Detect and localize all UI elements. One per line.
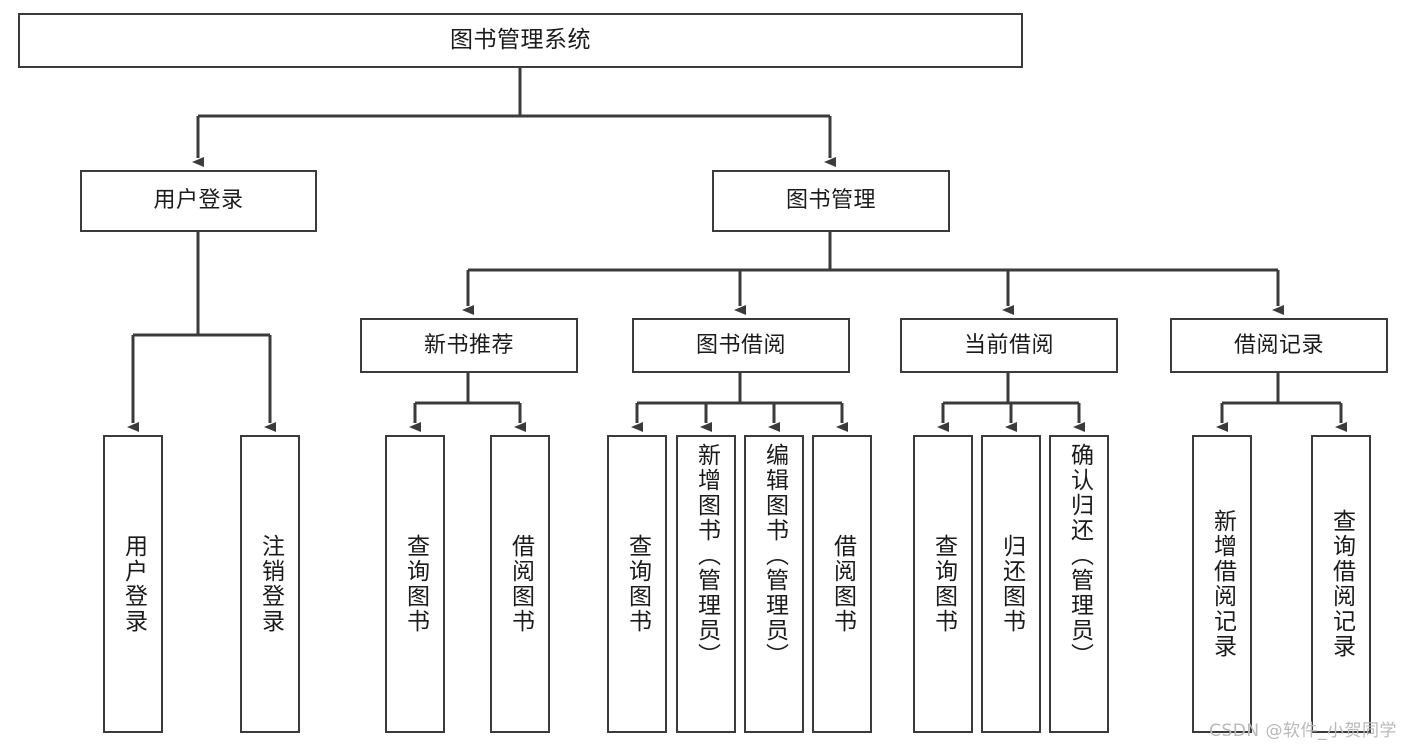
node-leaf-user-login[interactable]: 用户登录 xyxy=(103,435,163,733)
node-leaf-confirm-return-admin[interactable]: 确认归还（管理员） xyxy=(1049,435,1109,733)
node-label: 新增借阅记录 xyxy=(1209,509,1236,659)
node-book-management[interactable]: 图书管理 xyxy=(712,170,950,232)
node-label: 用户登录 xyxy=(153,188,244,214)
node-label: 借阅图书 xyxy=(829,534,856,634)
node-label: 图书管理 xyxy=(785,188,876,214)
node-new-book-recommend[interactable]: 新书推荐 xyxy=(360,318,578,373)
node-book-borrow[interactable]: 图书借阅 xyxy=(632,318,850,373)
node-label: 注销登录 xyxy=(257,534,284,634)
node-label: 图书借阅 xyxy=(695,332,786,358)
node-leaf-edit-book-admin[interactable]: 编辑图书（管理员） xyxy=(744,435,804,733)
node-current-borrow[interactable]: 当前借阅 xyxy=(900,318,1118,373)
node-label: 当前借阅 xyxy=(963,332,1054,358)
node-label: 查询借阅记录 xyxy=(1328,509,1355,659)
node-label: 用户登录 xyxy=(120,534,147,634)
node-label: 查询图书 xyxy=(624,534,651,634)
node-leaf-borrow-book-recommend[interactable]: 借阅图书 xyxy=(490,435,550,733)
node-leaf-return-book[interactable]: 归还图书 xyxy=(981,435,1041,733)
node-leaf-add-borrow-record[interactable]: 新增借阅记录 xyxy=(1192,435,1252,733)
node-leaf-borrow-book[interactable]: 借阅图书 xyxy=(812,435,872,733)
node-root-book-management-system[interactable]: 图书管理系统 xyxy=(18,13,1023,68)
node-label: 归还图书 xyxy=(998,534,1025,634)
node-label: 查询图书 xyxy=(402,534,429,634)
node-label: 借阅记录 xyxy=(1233,332,1324,358)
node-label: 图书管理系统 xyxy=(450,27,591,54)
node-leaf-query-book-current[interactable]: 查询图书 xyxy=(913,435,973,733)
node-borrow-record[interactable]: 借阅记录 xyxy=(1170,318,1388,373)
node-leaf-logout-login[interactable]: 注销登录 xyxy=(240,435,300,733)
node-label: 查询图书 xyxy=(930,534,957,634)
node-user-login[interactable]: 用户登录 xyxy=(80,170,317,232)
node-label: 借阅图书 xyxy=(507,534,534,634)
node-label: 确认归还（管理员） xyxy=(1066,443,1093,668)
node-label: 新书推荐 xyxy=(423,332,514,358)
node-leaf-query-book-borrow[interactable]: 查询图书 xyxy=(607,435,667,733)
node-leaf-query-book-recommend[interactable]: 查询图书 xyxy=(385,435,445,733)
node-label: 编辑图书（管理员） xyxy=(761,443,788,668)
watermark: CSDN @软件_小贺同学 xyxy=(1209,721,1397,741)
node-leaf-add-book-admin[interactable]: 新增图书（管理员） xyxy=(676,435,736,733)
node-label: 新增图书（管理员） xyxy=(693,443,720,668)
node-leaf-query-borrow-record[interactable]: 查询借阅记录 xyxy=(1311,435,1371,733)
